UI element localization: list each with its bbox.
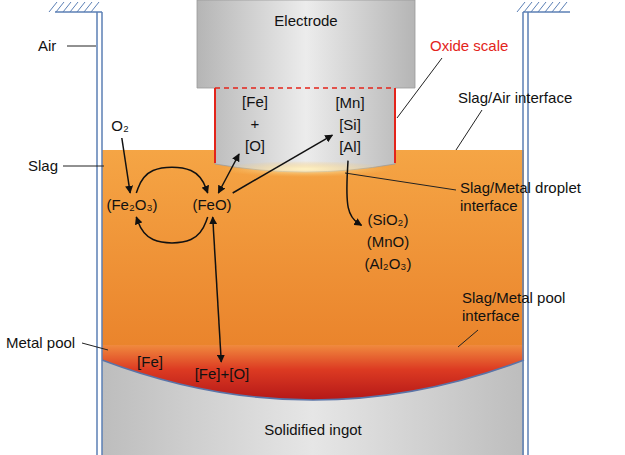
node-text: [Mn] [Si] [Al] xyxy=(335,94,364,155)
node-text: (Fe₂O₃) xyxy=(106,196,157,213)
oxide-products: (SiO₂) (MnO) (Al₂O₃) xyxy=(365,209,412,274)
droplet-species: [Fe] + [O] xyxy=(242,91,268,156)
pool-species: [Fe]+[O] xyxy=(195,365,250,383)
region-label: Oxide scale xyxy=(430,37,508,55)
interface-label: Slag/Metal pool interface xyxy=(462,289,587,325)
node-text: Electrode xyxy=(274,12,337,29)
leader-line xyxy=(63,46,482,350)
region-label: Slag xyxy=(28,157,58,175)
reaction-arrow xyxy=(218,154,239,193)
node-text: [Fe] xyxy=(137,353,163,370)
region-label: Metal pool xyxy=(6,334,75,352)
node-text: (FeO) xyxy=(192,196,231,213)
node-text: O₂ xyxy=(111,117,129,134)
mould-wall xyxy=(55,12,570,455)
interface-label: Slag/Air interface xyxy=(458,89,572,107)
slag-species: (FeO) xyxy=(192,196,231,214)
interface-label: Slag/Metal droplet interface xyxy=(460,179,610,215)
node-text: [Fe] + [O] xyxy=(242,93,268,154)
electrode-body: Electrode xyxy=(197,0,415,88)
reaction-arrow xyxy=(122,138,130,193)
oxide-scale xyxy=(215,88,395,163)
gas-species: O₂ xyxy=(111,117,129,135)
oxide-scale-top xyxy=(215,87,395,89)
node-text: [Fe]+[O] xyxy=(195,365,250,382)
electrode xyxy=(197,0,415,172)
reaction-arrow xyxy=(136,167,207,193)
solidified-ingot xyxy=(102,345,524,455)
reaction-arrow xyxy=(213,217,222,362)
metal-pool xyxy=(102,345,524,400)
slag-species: (Fe₂O₃) xyxy=(106,196,157,214)
droplet-interface xyxy=(219,161,391,177)
region-label: Solidified ingot xyxy=(264,421,362,439)
wall-hatching xyxy=(49,2,567,12)
region-label: Air xyxy=(38,37,56,55)
reaction-arrow xyxy=(347,161,362,226)
node-text: (SiO₂) (MnO) (Al₂O₃) xyxy=(365,211,412,272)
reaction-arrow xyxy=(136,217,207,243)
alloy-elements: [Mn] [Si] [Al] xyxy=(335,92,364,157)
pool-boundary xyxy=(102,360,524,400)
pool-species: [Fe] xyxy=(137,353,163,371)
